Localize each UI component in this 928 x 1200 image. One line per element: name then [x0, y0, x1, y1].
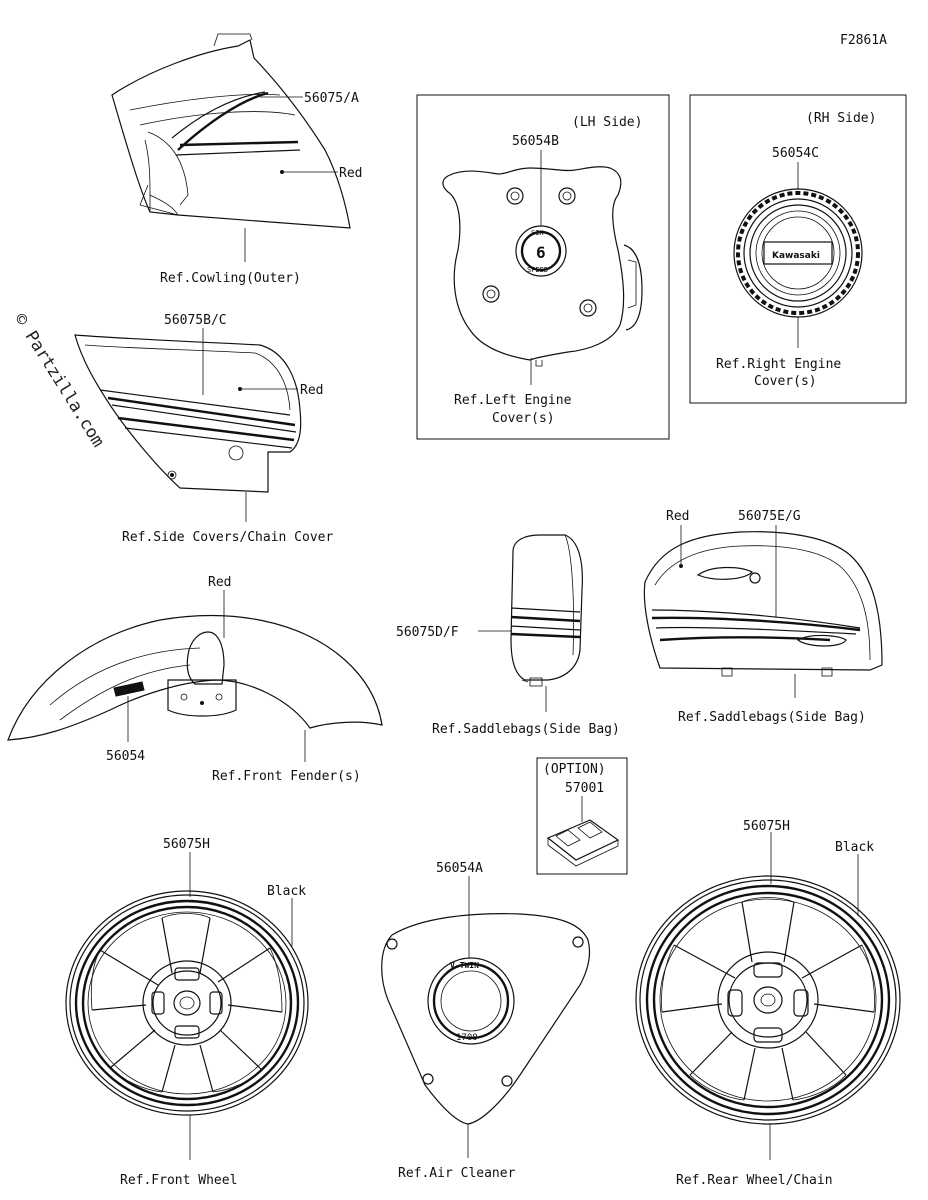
rw-ref-label: Ref.Rear Wheel/Chain [676, 1173, 833, 1188]
rh-side-box [689, 94, 907, 404]
lh-ref-label-1: Ref.Left Engine [454, 393, 572, 408]
lh-ref-label-2: Cover(s) [492, 411, 555, 426]
air-ref-label: Ref.Air Cleaner [398, 1166, 516, 1181]
air-part-label: 56054A [436, 861, 483, 876]
cowl-ref-label: Ref.Cowling(Outer) [160, 271, 301, 286]
watermark: © Partzilla.com [10, 310, 108, 451]
saddlebag [643, 531, 883, 677]
option-label: (OPTION) [543, 762, 606, 777]
option-box [536, 757, 628, 875]
rw-color-label: Black [835, 840, 874, 855]
rh-side-label: (RH Side) [806, 111, 876, 126]
bag-side-part-label: 56075D/F [396, 625, 459, 640]
fw-color-label: Black [267, 884, 306, 899]
right-engine-cover: Kawasaki [733, 188, 863, 318]
cowl-part-label: 56075/A [304, 91, 359, 106]
cowling-outer [111, 33, 351, 229]
side-cover [74, 334, 302, 493]
air-badge-bottom: 1700 [456, 1033, 478, 1043]
saddlebag-side [510, 534, 583, 687]
rear-wheel [635, 875, 901, 1125]
rh-ref-label-1: Ref.Right Engine [716, 357, 841, 372]
cowl-color-label: Red [339, 166, 362, 181]
fender-part-label: 56054 [106, 749, 145, 764]
front-fender [7, 614, 383, 741]
fw-ref-label: Ref.Front Wheel [120, 1173, 237, 1188]
side-callouts: 56075B/C Red Ref.Side Covers/Chain Cover [122, 313, 333, 545]
lh-part-label: 56054B [512, 134, 559, 149]
front-wheel [65, 890, 309, 1116]
lh-side-box [416, 94, 670, 440]
figure-id: F2861A [840, 33, 887, 48]
side-color-label: Red [300, 383, 323, 398]
bag-ref-label: Ref.Saddlebags(Side Bag) [678, 710, 866, 725]
left-engine-cover: SIX 6 SPEED [442, 166, 643, 367]
rh-ref-label-2: Cover(s) [754, 374, 817, 389]
option-bracket [546, 819, 620, 867]
side-part-label: 56075B/C [164, 313, 227, 328]
lh-badge-mid: 6 [536, 243, 546, 262]
bag-color-label: Red [666, 509, 689, 524]
bag-side-ref-label: Ref.Saddlebags(Side Bag) [432, 722, 620, 737]
fender-color-label: Red [208, 575, 231, 590]
air-cleaner: V-TWIN 1700 [381, 913, 591, 1125]
cowl-callouts: 56075/A Red Ref.Cowling(Outer) [160, 91, 362, 286]
fender-ref-label: Ref.Front Fender(s) [212, 769, 361, 784]
side-ref-label: Ref.Side Covers/Chain Cover [122, 530, 333, 545]
rh-part-label: 56054C [772, 146, 819, 161]
fw-part-label: 56075H [163, 837, 210, 852]
air-badge-top: V-TWIN [450, 961, 479, 970]
lh-badge-bottom: SPEED [527, 266, 548, 274]
bag-part-label: 56075E/G [738, 509, 801, 524]
lh-badge-top: SIX [531, 229, 544, 237]
option-part-label: 57001 [565, 781, 604, 796]
lh-side-label: (LH Side) [572, 115, 642, 130]
rh-logo: Kawasaki [772, 251, 820, 261]
rw-part-label: 56075H [743, 819, 790, 834]
